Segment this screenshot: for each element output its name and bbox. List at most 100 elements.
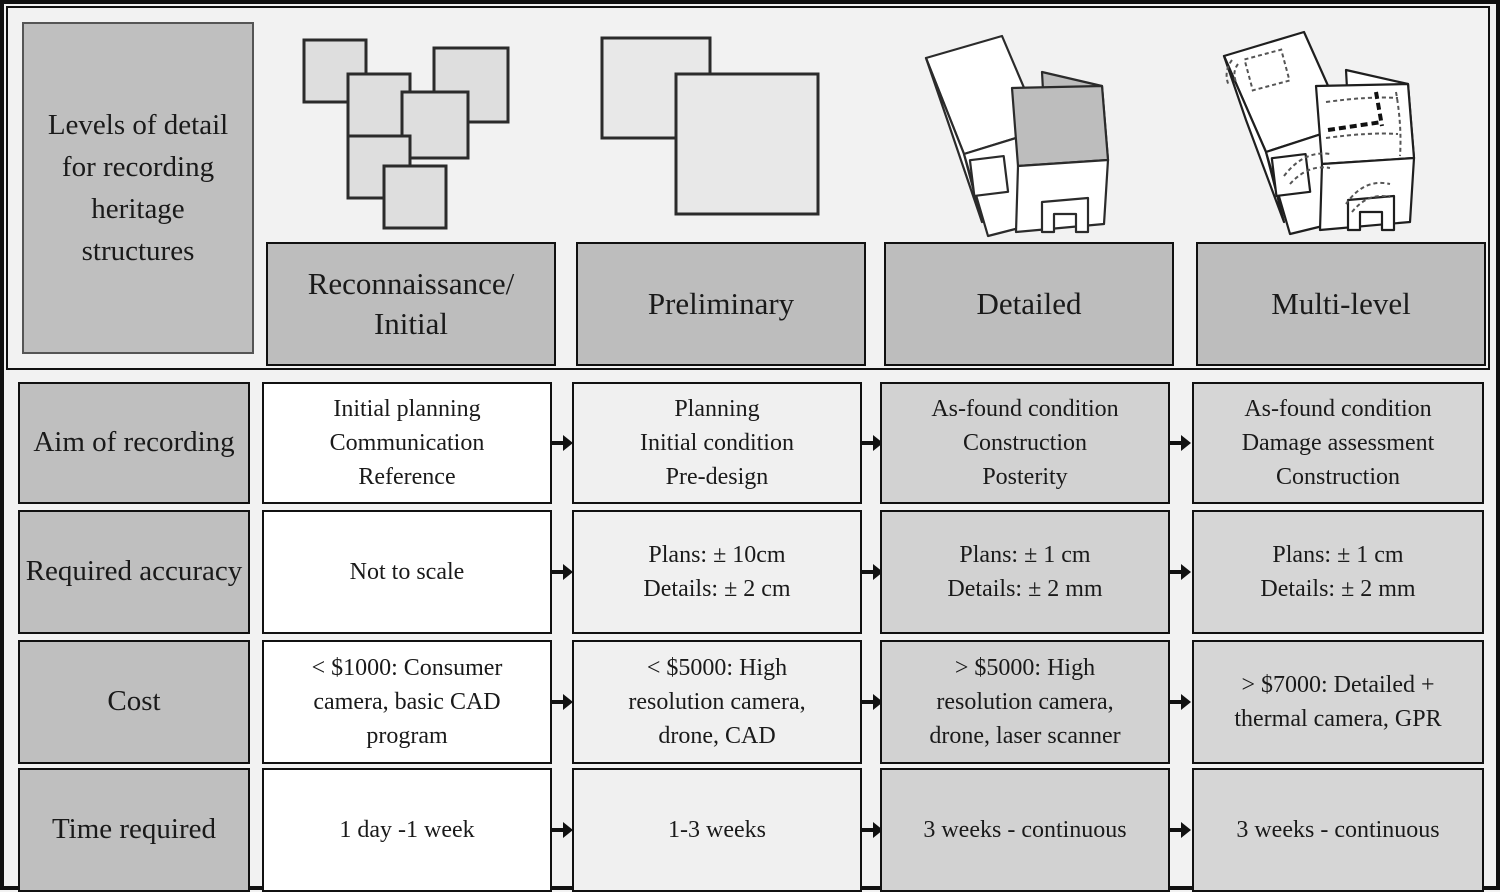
cell-line: Initial planning [333,395,481,422]
right-arrow-icon [859,689,885,715]
cell-line: thermal camera, GPR [1234,706,1442,732]
cell-line: As-found condition [931,395,1119,422]
cell-line: Details: ± 2 mm [1260,576,1416,602]
row-label-aim: Aim of recording [18,382,250,504]
cell-line: Plans: ± 10cm [648,541,786,568]
column-header-detailed[interactable]: Detailed [884,242,1174,366]
cell-accuracy-reconnaissance[interactable]: Not to scale [262,510,552,634]
cell-text: 3 weeks - continuous [923,813,1126,847]
cell-text: > $7000: Detailed + thermal camera, GPR [1234,668,1441,736]
cell-line: < $5000: High [646,654,788,681]
right-arrow-icon [859,559,885,585]
row-label-text: Time required [51,813,217,846]
diagram-sheet: Levels of detail for recording heritage … [4,4,1496,892]
cell-text: 1-3 weeks [668,813,766,847]
cell-line: Construction [963,429,1087,456]
column-header-reconnaissance[interactable]: Reconnaissance/Initial [266,242,556,366]
column-header-label: Detailed [976,285,1082,321]
right-arrow-icon [549,817,575,843]
cell-line: Reference [358,464,456,491]
cell-line: > $7000: Detailed + [1241,671,1435,698]
column-header-label: Multi-level [1271,285,1411,321]
cell-line: 3 weeks - continuous [1236,816,1440,843]
right-arrow-icon [1167,430,1193,456]
cell-line: Planning [674,395,760,422]
cell-line: program [366,723,448,750]
right-arrow-icon [549,559,575,585]
row-label-text: Cost [107,685,161,718]
cell-time-detailed[interactable]: 3 weeks - continuous [880,768,1170,892]
cell-line: > $5000: High [954,654,1096,681]
right-arrow-icon [549,689,575,715]
cell-line: < $1000: Consumer [311,654,503,681]
isometric-building-icon [890,26,1174,238]
cell-cost-reconnaissance[interactable]: < $1000: Consumer camera, basic CAD progra… [262,640,552,764]
cell-time-preliminary[interactable]: 1-3 weeks [572,768,862,892]
cell-line: 1-3 weeks [668,816,766,843]
table-row: Cost < $1000: Consumer camera, basic CAD pr… [4,640,1496,764]
column-header-label: Reconnaissance/Initial [307,265,515,341]
cell-line: resolution camera, [628,688,806,715]
cell-line: camera, basic CAD [313,688,501,715]
overlapping-squares-icon [270,26,554,238]
isometric-building-annotated-icon [1200,26,1488,238]
right-arrow-icon [859,817,885,843]
cell-text: 1 day -1 week [339,813,474,847]
cell-cost-multilevel[interactable]: > $7000: Detailed + thermal camera, GPR [1192,640,1484,764]
cell-cost-preliminary[interactable]: < $5000: High resolution camera, drone, CA… [572,640,862,764]
cell-line: Details: ± 2 cm [643,576,791,602]
right-arrow-icon [859,430,885,456]
row-label-accuracy: Required accuracy [18,510,250,634]
cell-line: Plans: ± 1 cm [959,541,1091,568]
right-arrow-icon [1167,817,1193,843]
cell-line: Posterity [982,464,1068,491]
cell-line: drone, CAD [658,723,776,750]
row-label-cost: Cost [18,640,250,764]
cell-line: Communication [329,429,485,456]
right-arrow-icon [1167,689,1193,715]
column-header-label: Preliminary [647,285,795,321]
cell-text: < $5000: High resolution camera, drone, CA… [628,651,805,753]
cell-line: Details: ± 2 mm [947,576,1103,602]
cell-text: Plans: ± 1 cm Details: ± 2 mm [947,538,1102,606]
cell-accuracy-multilevel[interactable]: Plans: ± 1 cm Details: ± 2 mm [1192,510,1484,634]
right-arrow-icon [549,430,575,456]
row-label-text: Required accuracy [25,555,243,588]
cell-line: 3 weeks - continuous [923,816,1127,843]
table-row: Required accuracy Not to scale Plans: ± 10… [4,510,1496,634]
cell-time-multilevel[interactable]: 3 weeks - continuous [1192,768,1484,892]
header-panel: Levels of detail for recording heritage … [6,6,1490,370]
cell-text: 3 weeks - continuous [1236,813,1439,847]
table-row: Time required 1 day -1 week 1-3 weeks 3 wee… [4,768,1496,892]
row-label-text: Aim of recording [33,426,235,459]
column-header-multilevel[interactable]: Multi-level [1196,242,1486,366]
cell-text: < $1000: Consumer camera, basic CAD progra… [312,651,503,753]
column-header-preliminary[interactable]: Preliminary [576,242,866,366]
cell-line: Pre-design [665,464,769,491]
cell-line: As-found condition [1244,395,1432,422]
cell-line: Plans: ± 1 cm [1272,541,1404,568]
cell-line: Damage assessment [1241,429,1435,456]
cell-line: Initial condition [640,429,794,456]
right-arrow-icon [1167,559,1193,585]
cell-time-reconnaissance[interactable]: 1 day -1 week [262,768,552,892]
two-large-squares-icon [580,26,864,238]
cell-line: resolution camera, [936,688,1114,715]
cell-accuracy-detailed[interactable]: Plans: ± 1 cm Details: ± 2 mm [880,510,1170,634]
cell-line: 1 day -1 week [339,816,475,843]
row-label-time: Time required [18,768,250,892]
cell-text: Plans: ± 1 cm Details: ± 2 mm [1260,538,1415,606]
